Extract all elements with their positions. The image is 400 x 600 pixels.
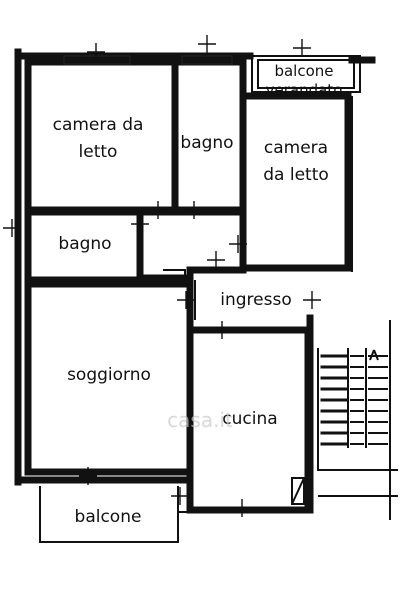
room-camera-da-letto-left: camera da letto xyxy=(24,55,179,214)
cucina-appliance-diagonal xyxy=(291,477,305,505)
camera-da-letto-left-walls xyxy=(24,58,179,214)
wall-tick xyxy=(149,201,167,219)
cucina-walls xyxy=(186,330,312,514)
wall-tick xyxy=(79,467,97,485)
label-cucina: cucina xyxy=(222,409,277,429)
label-soggiorno: soggiorno xyxy=(67,365,151,385)
stair-steps xyxy=(320,354,388,446)
label-balcone-bottom: balcone xyxy=(75,507,142,527)
label-ingresso: ingresso xyxy=(220,290,291,310)
window-top-bagno xyxy=(181,55,233,65)
corridor-door-swing xyxy=(163,269,186,282)
label-camera-da-letto-left-2: letto xyxy=(79,142,118,162)
label-camera-da-letto-left-1: camera da xyxy=(53,115,144,135)
wall-ticks xyxy=(3,35,321,517)
wall-tick xyxy=(213,321,231,339)
wall-tick xyxy=(229,235,247,253)
room-bagno-mid: bagno xyxy=(24,208,144,284)
wall-tick xyxy=(185,201,203,219)
corridor xyxy=(136,208,247,282)
stairwell-frame-left xyxy=(317,348,398,471)
wall-tick xyxy=(293,39,311,57)
room-balcone-verandato: balcone verandato xyxy=(251,55,376,99)
label-bagno-top: bagno xyxy=(180,133,233,153)
balcone-bottom-frame xyxy=(39,486,179,543)
wall-tick xyxy=(233,499,251,517)
wall-tick xyxy=(303,291,321,309)
label-camera-da-letto-right-1: camera xyxy=(264,138,328,158)
room-camera-da-letto-right: camera da letto xyxy=(239,92,353,272)
room-bagno-top: bagno xyxy=(171,55,247,214)
room-ingresso: ingresso xyxy=(186,266,312,334)
wall-tick xyxy=(131,215,149,233)
label-bagno-mid: bagno xyxy=(58,234,111,254)
room-soggiorno: soggiorno xyxy=(24,280,194,476)
cucina-appliance xyxy=(291,477,305,505)
label-balcone-verandato-2: verandato xyxy=(266,81,343,99)
label-balcone-verandato-1: balcone xyxy=(274,62,333,80)
balcone-verandato-inner xyxy=(257,59,355,89)
label-camera-da-letto-right-2: da letto xyxy=(263,165,329,185)
wall-tick xyxy=(3,219,21,237)
window-top-left xyxy=(63,55,131,65)
wall-tick xyxy=(177,291,195,309)
wall-tick xyxy=(87,43,105,61)
room-balcone-bottom: balcone xyxy=(39,486,250,543)
wall-tick xyxy=(198,35,216,53)
room-cucina: cucina xyxy=(186,330,312,514)
wall-tick xyxy=(207,251,225,269)
stairwell xyxy=(317,320,398,520)
stair-arrow-icon xyxy=(369,349,379,361)
watermark: casa.it xyxy=(167,408,233,432)
wall-tick xyxy=(171,487,189,505)
balcone-verandato-frame xyxy=(251,55,361,93)
